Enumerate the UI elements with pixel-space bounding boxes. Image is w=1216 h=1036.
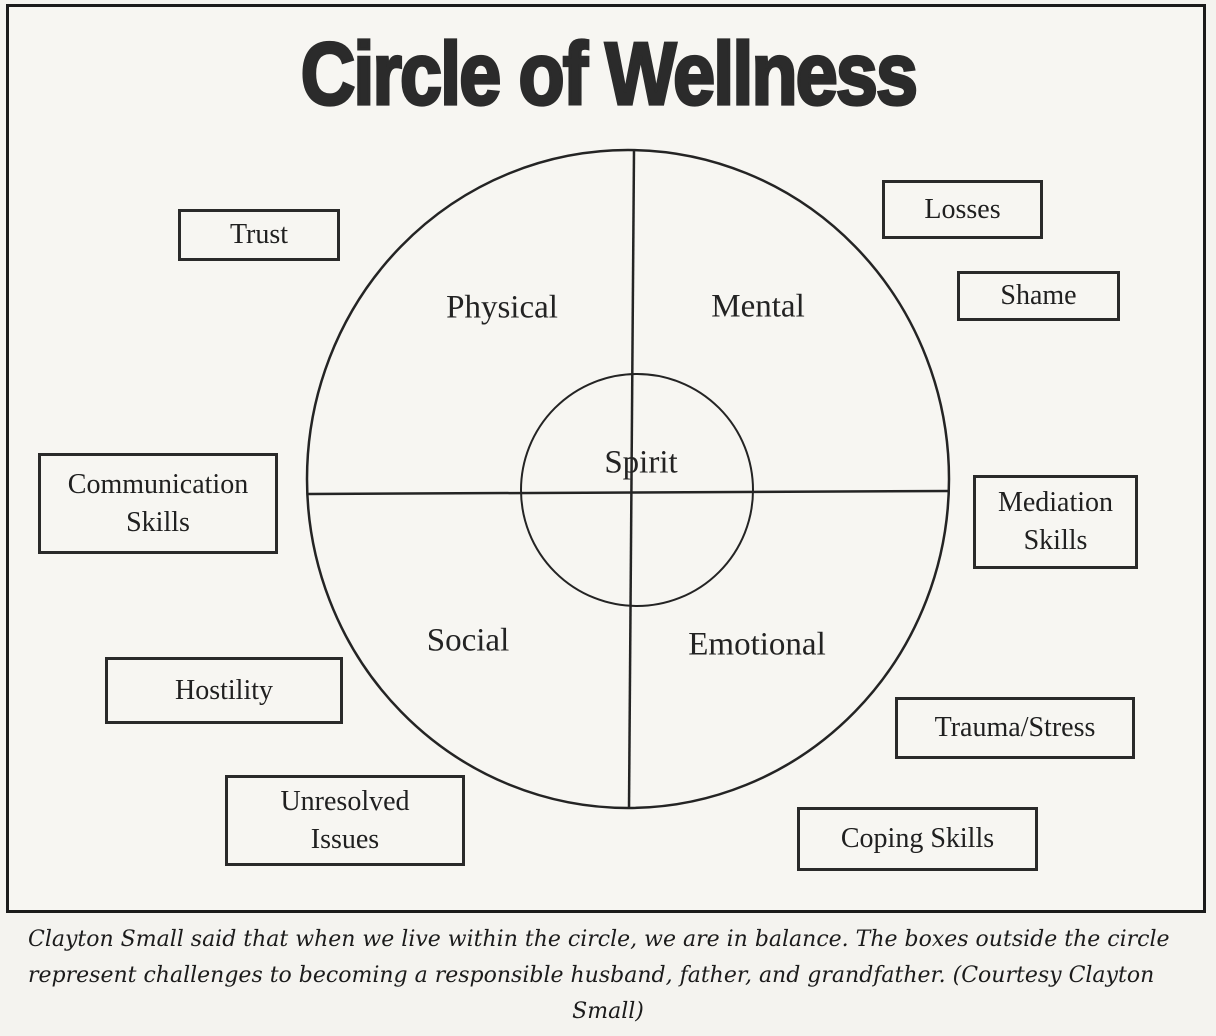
caption-line-2: represent challenges to becoming a respo… xyxy=(28,963,1155,988)
quadrant-label-mental: Mental xyxy=(711,288,805,325)
challenge-box-hostility: Hostility xyxy=(105,657,343,724)
inner-circle xyxy=(520,373,754,607)
vertical-axis-line xyxy=(627,149,636,809)
challenge-box-losses: Losses xyxy=(882,180,1043,239)
challenge-box-shame: Shame xyxy=(957,271,1120,321)
page-title: Circle of Wellness xyxy=(299,24,919,126)
challenge-box-mediation-skills: Mediation Skills xyxy=(973,475,1138,569)
quadrant-label-physical: Physical xyxy=(446,289,558,326)
challenge-box-communication-skills: Communication Skills xyxy=(38,453,278,554)
challenge-box-trauma-stress: Trauma/Stress xyxy=(895,697,1135,759)
challenge-box-unresolved-issues: Unresolved Issues xyxy=(225,775,465,866)
horizontal-axis-line xyxy=(307,489,950,496)
caption-line-3: Small) xyxy=(572,999,644,1024)
quadrant-label-social: Social xyxy=(426,622,510,659)
quadrant-label-emotional: Emotional xyxy=(688,626,826,663)
caption: Clayton Small said that when we live wit… xyxy=(0,922,1216,1030)
title-row: Circle of Wellness xyxy=(0,24,1216,126)
center-label-spirit: Spirit xyxy=(604,444,678,481)
caption-line-1: Clayton Small said that when we live wit… xyxy=(28,927,1170,952)
challenge-box-coping-skills: Coping Skills xyxy=(797,807,1038,871)
challenge-box-trust: Trust xyxy=(178,209,340,261)
outer-circle xyxy=(305,148,951,810)
